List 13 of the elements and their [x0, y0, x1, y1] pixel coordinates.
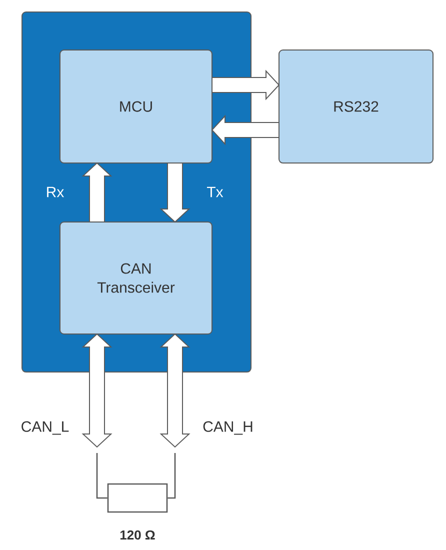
block-arrow: [160, 162, 190, 223]
process-box: MCU: [60, 50, 212, 164]
resistor-symbol: [107, 483, 168, 513]
edge-label: Rx: [47, 186, 64, 198]
block-arrow: [82, 162, 112, 222]
edge-label: CAN_L: [22, 421, 69, 435]
edge-label: CAN_H: [203, 421, 252, 435]
block-arrow: [212, 70, 280, 100]
block-arrow: [211, 114, 280, 146]
edge-label: Tx: [207, 186, 224, 198]
process-box: RS232: [278, 50, 434, 164]
process-box: CAN Transceiver: [60, 222, 212, 334]
value-label: 120 Ω: [120, 530, 155, 540]
